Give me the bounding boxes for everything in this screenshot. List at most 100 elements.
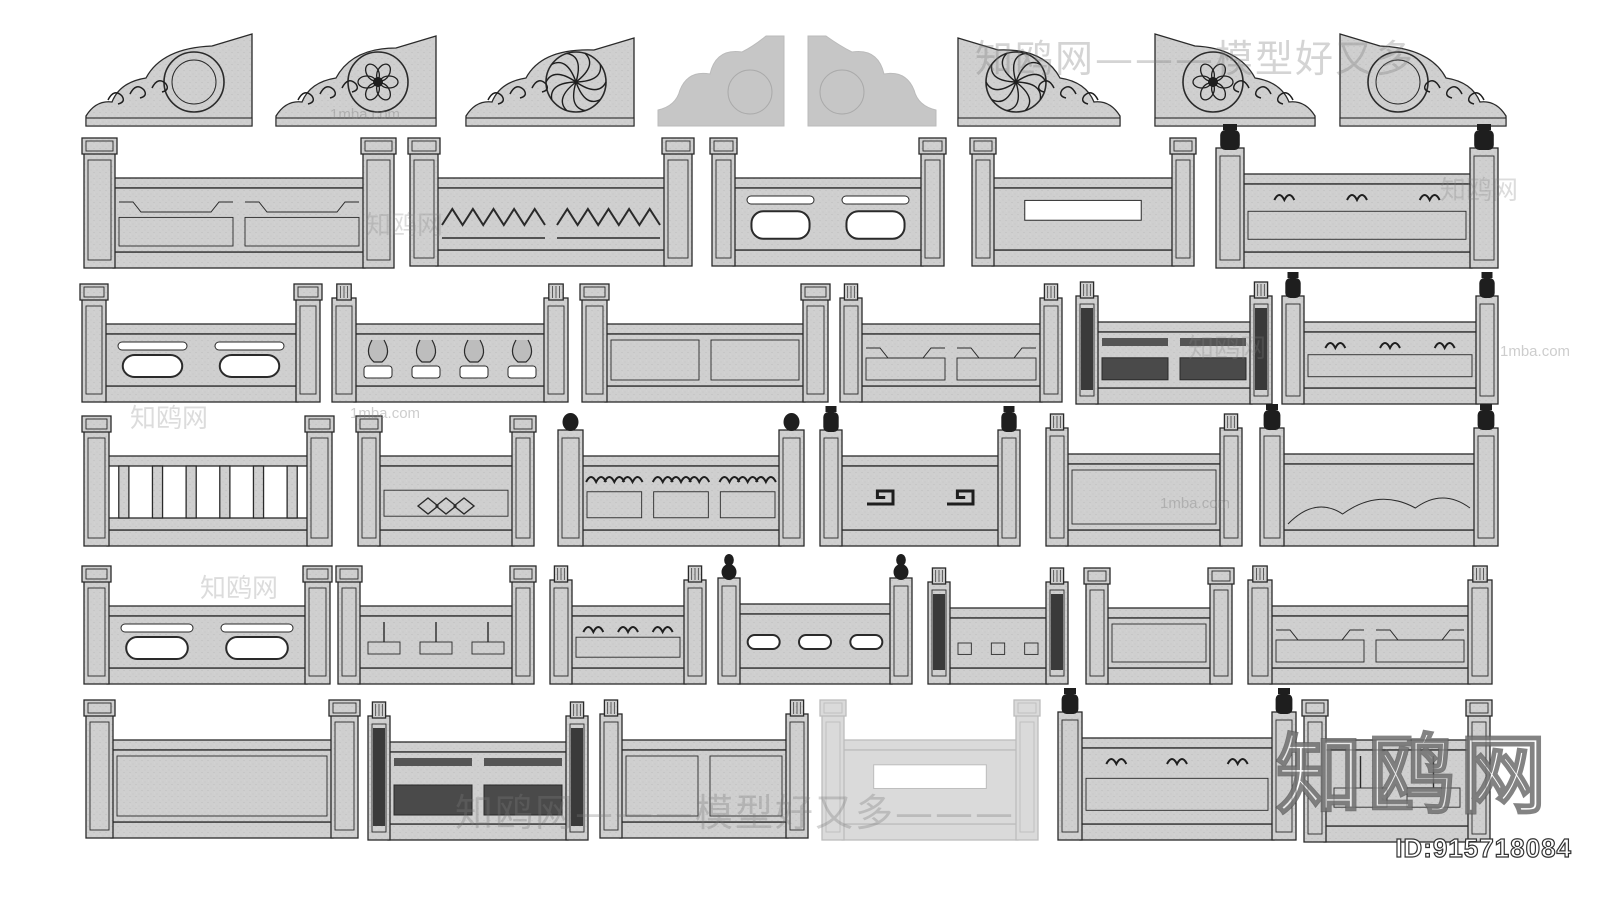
wheel-spoke [566, 52, 579, 83]
base-sill [103, 385, 299, 403]
base-sill [604, 385, 806, 403]
corner-cap-wheel [465, 37, 635, 127]
post-inset-panel [1061, 719, 1079, 833]
railing-post-left [409, 151, 439, 267]
cap-medallion [1182, 51, 1244, 113]
diamond-link [452, 497, 476, 515]
cloud-relief [1287, 497, 1471, 525]
post-inset-panel [299, 305, 317, 395]
post-cap-block [328, 699, 361, 717]
post-cap-inset [513, 418, 533, 430]
post-lantern-finial [1061, 694, 1079, 714]
post-gourd-finial-base [893, 564, 909, 580]
notched-bar [245, 201, 359, 213]
lantern-top [1223, 124, 1237, 130]
top-handrail [106, 455, 310, 467]
railing-vase-baluster-pillar [331, 283, 569, 403]
spindle-bar [185, 465, 197, 519]
post-cap-block [1207, 567, 1235, 585]
post-inset-panel [1049, 589, 1065, 677]
ornamental-frame [1247, 210, 1467, 240]
post-inset-panel [721, 585, 737, 677]
railing-board [435, 187, 667, 251]
post-inset-panel [667, 159, 689, 259]
post-cap-inset [823, 702, 843, 714]
post-inset-panel [1219, 155, 1241, 261]
base-sill [619, 821, 789, 839]
railing-post-left [357, 429, 381, 547]
cap-silhouette [807, 35, 937, 127]
railing-board [859, 333, 1043, 387]
top-handrail [737, 603, 893, 615]
upper-slot [841, 195, 910, 205]
scroll-ornament [1166, 758, 1188, 767]
scroll-curl [1276, 92, 1294, 105]
post-inset-panel [87, 437, 106, 539]
scroll-ornament [1418, 194, 1441, 203]
base-sill [110, 821, 334, 839]
railing-post-left [821, 713, 845, 841]
recessed-panel [118, 216, 234, 247]
disc-inner-ring [1375, 59, 1421, 105]
post-cap-block [355, 415, 383, 433]
railing-knot-bar-pillar [549, 565, 707, 685]
post-cap-inset [1469, 702, 1489, 714]
post-inset-panel [413, 159, 435, 259]
post-lantern-finial [1474, 130, 1494, 150]
post-inset-panel [715, 159, 732, 259]
carved-relief-panel [393, 784, 473, 816]
diamond-link [416, 497, 440, 515]
post-inset-panel [1477, 435, 1495, 539]
scroll-curl [151, 80, 169, 93]
railing-board [1301, 331, 1479, 389]
post-inset-panel [87, 587, 106, 677]
corner-cap-wheel [957, 37, 1121, 127]
post-cap-block [79, 283, 109, 301]
post-inset-panel [1213, 589, 1229, 677]
base-sill [991, 249, 1175, 267]
recessed-panel [1111, 623, 1207, 663]
railing-post-left [1045, 427, 1069, 547]
post-cap-block [83, 699, 116, 717]
post-inset-panel [89, 721, 110, 831]
small-window [957, 642, 972, 655]
ornamental-frame [653, 491, 709, 519]
lantern-top [1266, 404, 1278, 410]
top-handrail [1323, 739, 1471, 751]
post-cap-inset [297, 286, 319, 298]
railing-notch-bar-pillar [1247, 565, 1493, 685]
spindle-bar [286, 465, 298, 519]
recessed-panel [244, 216, 360, 247]
wheel-spoke [551, 61, 577, 83]
railing-ring-trio-gourd [717, 554, 913, 685]
railing-post-right [1467, 713, 1491, 843]
fret-border [394, 758, 472, 766]
railing-board [604, 333, 806, 387]
railing-post-left [717, 577, 741, 685]
scroll-curl [1445, 86, 1463, 99]
ring-opening [849, 634, 884, 650]
post-cap-inset [359, 418, 379, 430]
top-handrail [1241, 173, 1473, 185]
post-cap-block [360, 137, 397, 155]
top-handrail [732, 177, 924, 189]
railing-post-right [511, 579, 535, 685]
top-handrail [353, 323, 547, 335]
railing-board [1065, 463, 1223, 531]
post-inset-panel [1471, 721, 1487, 835]
railing-post-right [1209, 581, 1233, 685]
post-cap-block [1301, 699, 1329, 717]
scroll-curl [487, 92, 505, 105]
ring-opening [125, 636, 189, 660]
carved-relief-panel [1101, 357, 1169, 381]
railing-post-right [920, 151, 945, 267]
octagon-window [845, 210, 906, 240]
vase-baluster [415, 339, 437, 363]
cap-silhouette [85, 33, 253, 127]
post-inset-panel [1307, 721, 1323, 835]
scroll-ornament [585, 476, 608, 485]
base-sill [839, 529, 1001, 547]
railing-board [569, 615, 687, 669]
ring-opening [225, 636, 289, 660]
railing-scroll-ornate-lantern [1215, 124, 1499, 269]
